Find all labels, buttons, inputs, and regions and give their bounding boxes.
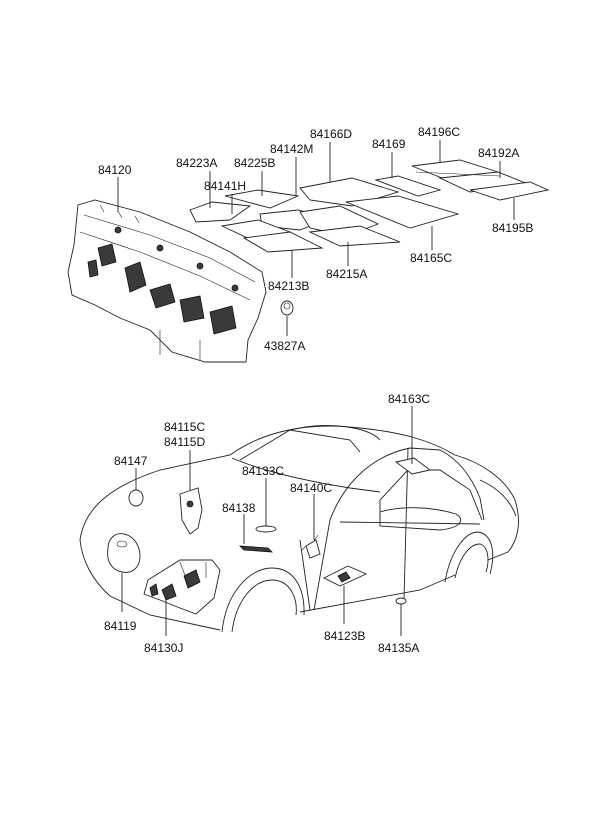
label-84213B: 84213B [268, 279, 309, 293]
label-84119: 84119 [104, 619, 137, 633]
plug-84135A [395, 597, 407, 605]
label-84135A: 84135A [378, 641, 419, 655]
label-84141H: 84141H [204, 179, 246, 193]
label-84147: 84147 [114, 454, 148, 468]
label-84192A: 84192A [478, 146, 519, 160]
label-84140C: 84140C [290, 481, 332, 495]
label-84196C: 84196C [418, 125, 460, 139]
label-84163C: 84163C [388, 392, 430, 406]
label-84115C: 84115C [164, 420, 205, 434]
pad-84130J [143, 559, 221, 615]
clip-84140C [301, 534, 321, 559]
label-84123B: 84123B [324, 629, 365, 643]
label-84166D: 84166D [310, 127, 352, 141]
pad-84119 [107, 533, 141, 573]
label-84133C: 84133C [242, 464, 284, 478]
insulator-84163C [394, 457, 432, 475]
label-84215A: 84215A [326, 267, 367, 281]
label-84225B: 84225B [234, 156, 275, 170]
label-84142M: 84142M [270, 142, 313, 156]
label-84195B: 84195B [492, 221, 533, 235]
label-84115D: 84115D [164, 435, 205, 449]
pad-84123B [322, 565, 368, 587]
clip-43827A [280, 300, 294, 316]
car-body-outline [79, 425, 519, 633]
insulator-84115C [179, 487, 203, 535]
label-43827A: 43827A [264, 339, 305, 353]
label-84169: 84169 [372, 137, 406, 151]
plug-84147 [128, 489, 144, 507]
label-84120: 84120 [98, 163, 132, 177]
label-84223A: 84223A [176, 156, 217, 170]
label-84165C: 84165C [410, 251, 452, 265]
label-84138: 84138 [222, 501, 256, 515]
pad-84138 [238, 545, 274, 553]
pad-84133C [255, 525, 277, 533]
floor-pads [189, 159, 550, 253]
dash-insulator-pad [67, 199, 267, 363]
label-84130J: 84130J [144, 641, 183, 655]
